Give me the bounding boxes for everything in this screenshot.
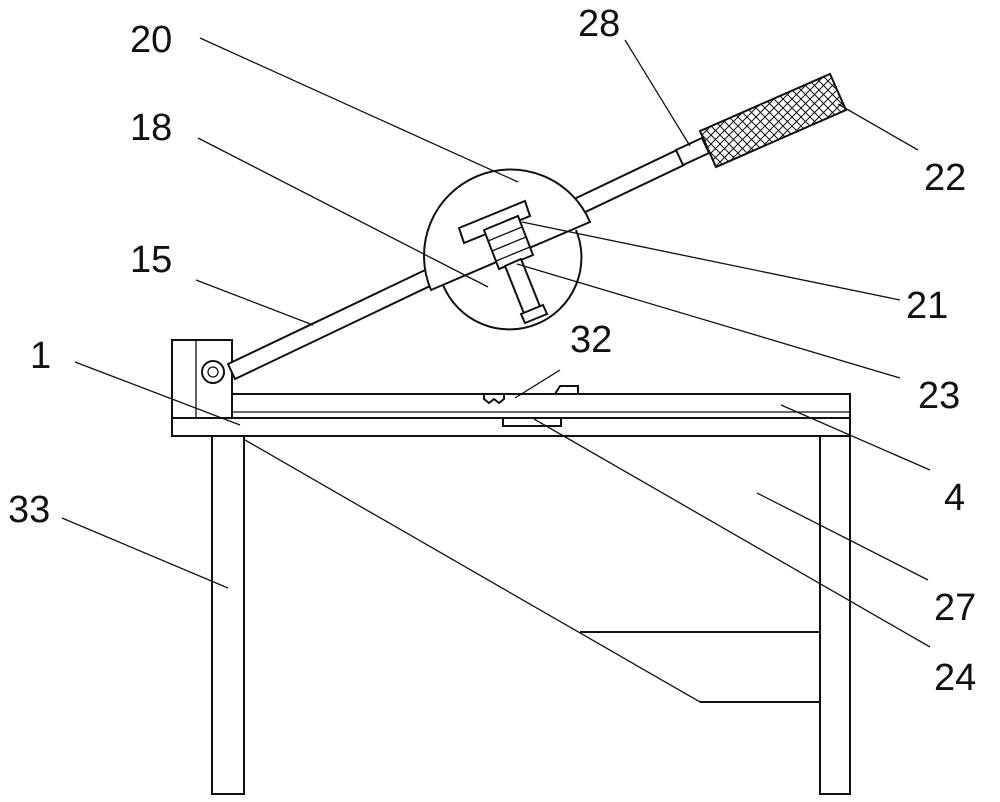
clamp-top-bar: [457, 199, 532, 245]
knurled-handle: [698, 72, 848, 169]
label-28: 28: [578, 3, 620, 45]
label-4: 4: [944, 477, 965, 519]
die-block: [502, 417, 562, 427]
table-assembly: [171, 393, 851, 795]
label-32: 32: [570, 319, 612, 361]
hinge-bracket: [171, 339, 233, 419]
hinge-pin-outer: [201, 360, 225, 384]
label-15: 15: [130, 239, 172, 281]
left-leg: [211, 435, 245, 795]
hinge-pin-inner: [207, 366, 219, 378]
label-18: 18: [130, 107, 172, 149]
leader-15: [195, 279, 314, 326]
leader-28: [624, 39, 691, 147]
label-21: 21: [906, 285, 948, 327]
leader-1: [74, 361, 241, 426]
leader-22: [837, 103, 919, 151]
thread-line-1: [487, 226, 523, 242]
leader-24: [533, 418, 931, 648]
label-20: 20: [130, 19, 172, 61]
leader-33b: [61, 517, 229, 589]
disc-lower-arc: [442, 229, 583, 331]
die-lip: [504, 385, 579, 395]
leader-18: [197, 137, 489, 288]
label-22: 22: [924, 157, 966, 199]
right-leg: [819, 435, 851, 795]
work-plate: [211, 393, 851, 419]
leader-4: [780, 404, 931, 471]
leader-lines: [61, 37, 931, 703]
label-24: 24: [934, 657, 976, 699]
leader-27: [756, 492, 929, 581]
leader-33: [244, 439, 820, 703]
part-labels: 20 18 15 1 33 28 22 21 23 32 4 27 24: [8, 3, 976, 699]
clamp-screw-body: [482, 214, 535, 271]
hinge-block: [171, 339, 233, 419]
label-1: 1: [30, 335, 51, 377]
leader-20: [199, 37, 519, 183]
die-notch-top: [483, 394, 505, 405]
leader-23: [516, 263, 901, 379]
thread-line-3: [495, 246, 531, 262]
punch-tip: [519, 303, 549, 325]
label-23: 23: [918, 375, 960, 417]
label-33: 33: [8, 489, 50, 531]
leader-21: [521, 221, 901, 301]
label-27: 27: [934, 587, 976, 629]
thread-line-2: [491, 236, 527, 252]
die-insert: [483, 385, 579, 427]
leader-32: [514, 369, 561, 399]
cutter-head: [423, 168, 592, 331]
